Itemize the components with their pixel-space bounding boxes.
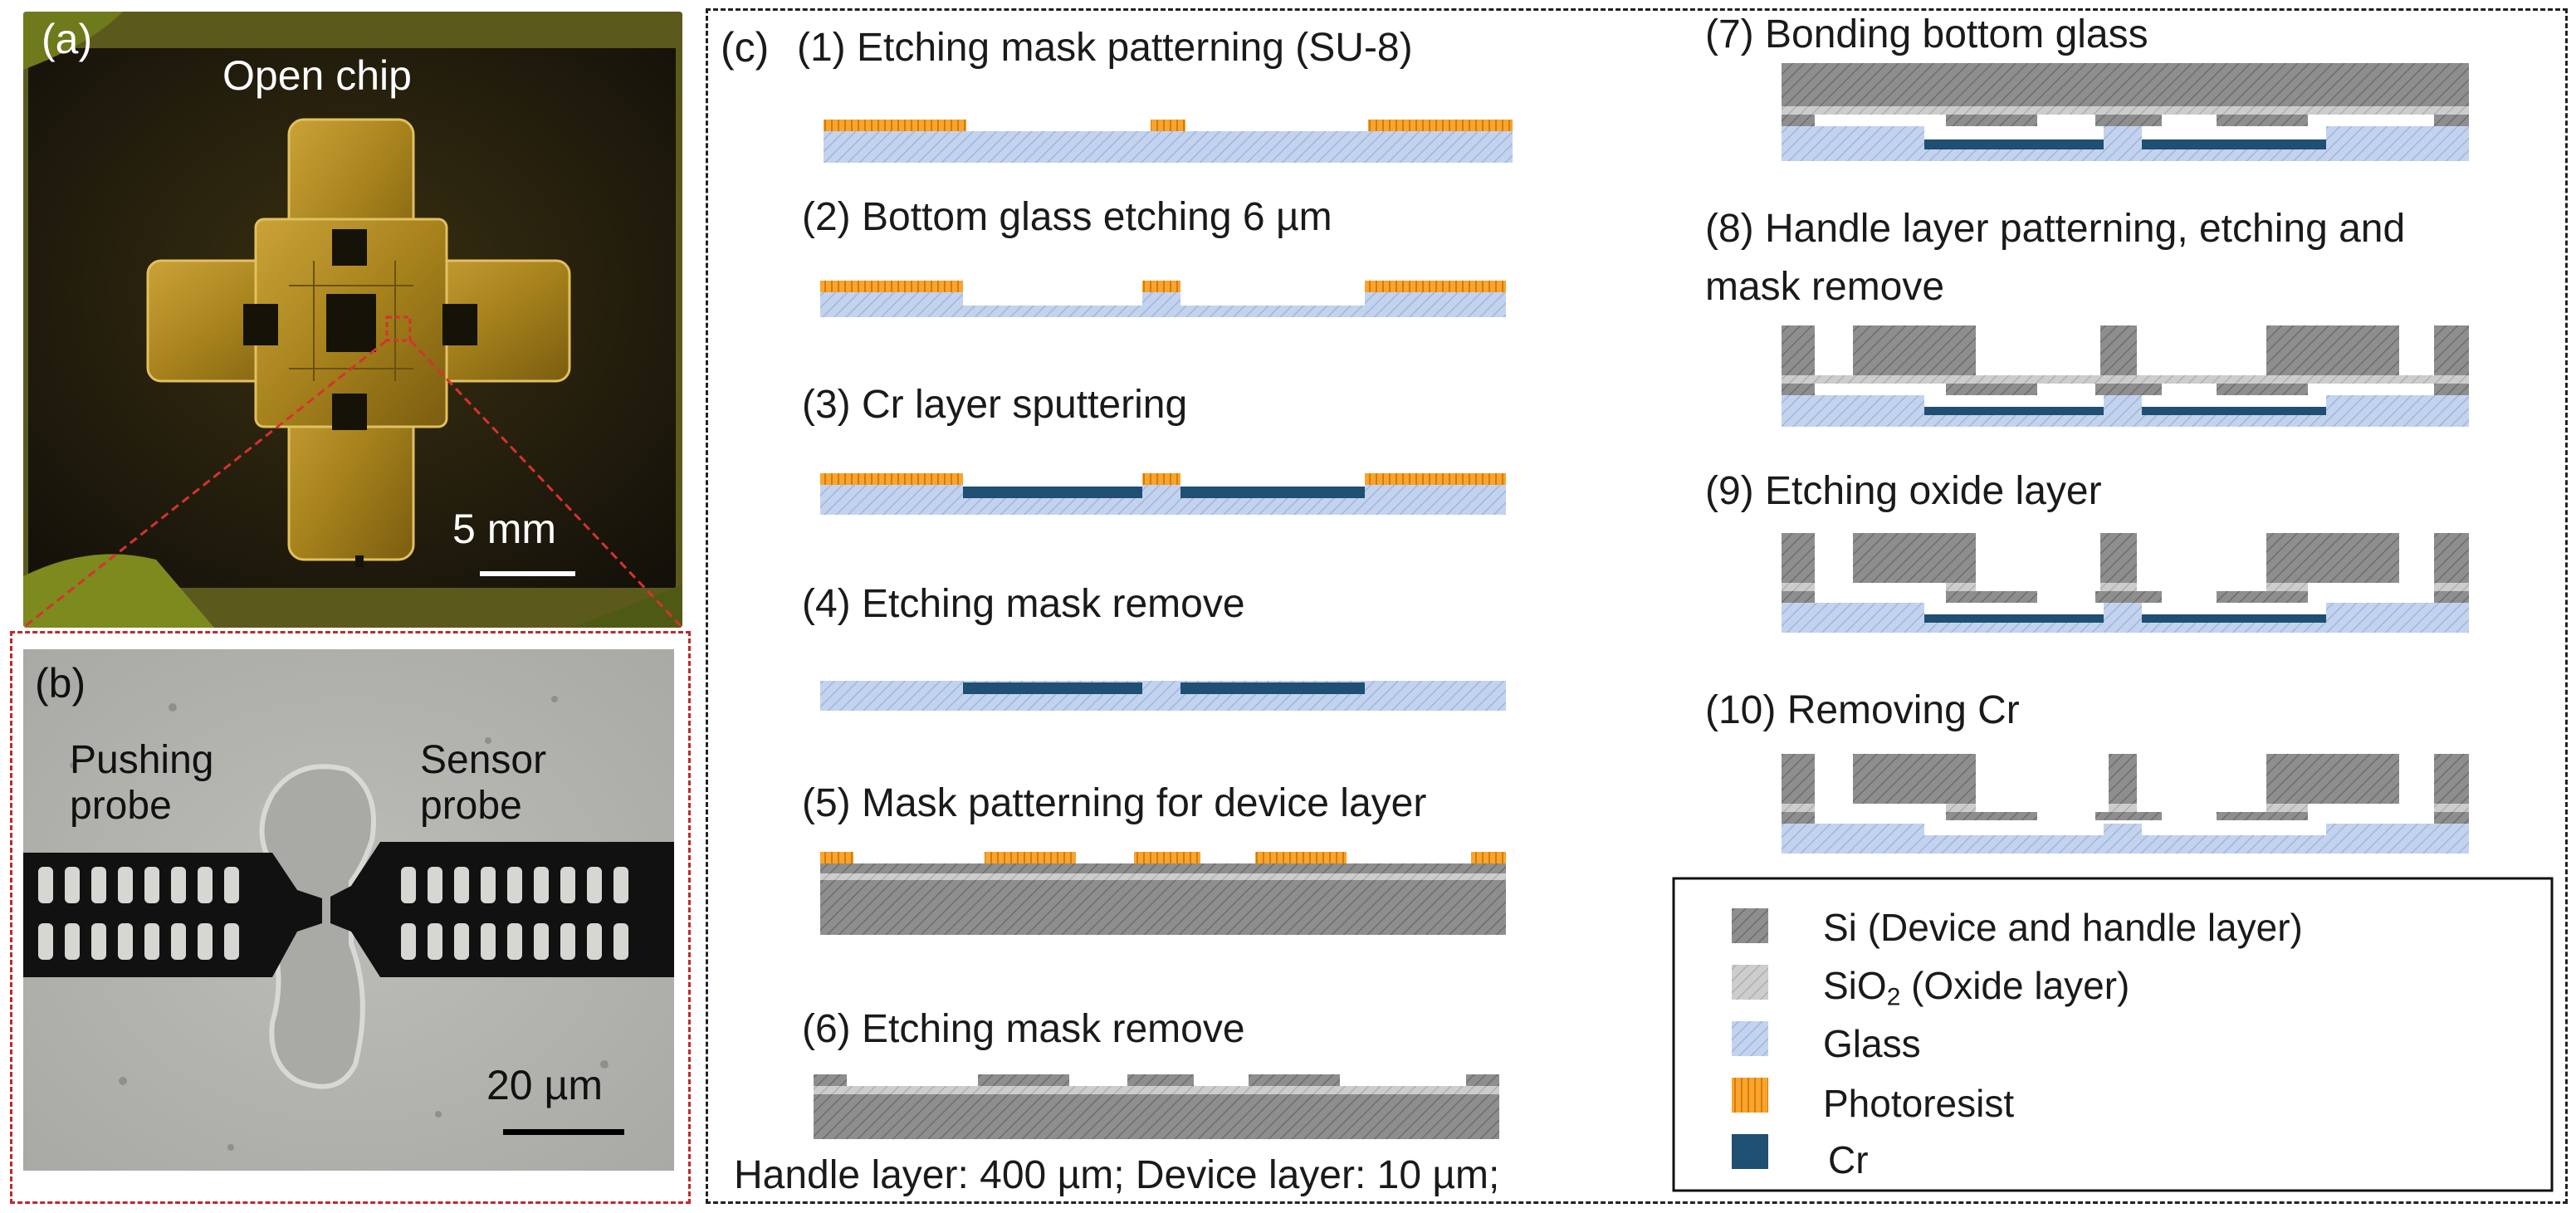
legend-label-cr: Cr: [1828, 1138, 1869, 1181]
step-1-diagram: [824, 120, 1513, 163]
step-3-diagram: [820, 473, 1506, 515]
step-8-label-line1: (8) Handle layer patterning, etching and: [1705, 207, 2406, 251]
panel-c-label: (c): [721, 24, 770, 71]
legend-label-glass: Glass: [1823, 1022, 1921, 1065]
legend-swatch-photoresist: [1732, 1078, 1768, 1113]
step-10-label: (10) Removing Cr: [1705, 688, 2020, 732]
scale-bar-b: [503, 1129, 624, 1135]
chip-photo: [23, 12, 682, 628]
step-7-label: (7) Bonding bottom glass: [1705, 12, 2148, 56]
step-4-diagram: [820, 681, 1506, 711]
scale-bar-a: [480, 571, 575, 576]
microscope-drawing: [23, 649, 674, 1171]
footnote: Handle layer: 400 µm; Device layer: 10 µ…: [734, 1153, 1500, 1197]
chip-title: Open chip: [222, 52, 412, 99]
panel-b-frame: [10, 631, 691, 1204]
scale-label-a: 5 mm: [452, 506, 556, 552]
pushing-probe-label-1: Pushing: [70, 738, 214, 782]
legend-label-si: Si (Device and handle layer): [1823, 906, 2303, 949]
legend-swatch-glass: [1732, 1021, 1768, 1056]
legend-swatch-si: [1732, 908, 1768, 943]
legend-swatch-sio2: [1732, 965, 1768, 1000]
step-3-label: (3) Cr layer sputtering: [802, 383, 1188, 427]
chip-photo-drawing: [23, 12, 682, 628]
step-5-label: (5) Mask patterning for device layer: [802, 781, 1427, 825]
legend-label-photoresist: Photoresist: [1823, 1082, 2015, 1125]
step-1-label: (1) Etching mask patterning (SU-8): [797, 26, 1413, 70]
step-9-diagram: [1782, 533, 2469, 633]
zoom-box: [385, 315, 412, 342]
step-2-label: (2) Bottom glass etching 6 µm: [802, 195, 1332, 239]
legend: [1672, 877, 2554, 1192]
step-7-diagram: [1782, 63, 2469, 161]
step-2-diagram: [820, 281, 1506, 317]
step-10-diagram: [1782, 754, 2469, 854]
panel-c-frame: [706, 8, 2568, 1204]
step-5-diagram: [820, 852, 1506, 935]
step-9-label: (9) Etching oxide layer: [1705, 469, 2102, 513]
panel-b-label: (b): [35, 660, 86, 707]
panel-a-label: (a): [42, 16, 93, 62]
legend-label-sio2-rest: (Oxide layer): [1900, 964, 2130, 1007]
step-8-diagram: [1782, 325, 2469, 427]
legend-swatch-cr: [1732, 1134, 1768, 1169]
sensor-probe-label-2: probe: [420, 784, 522, 828]
legend-label-sio2-main: SiO: [1823, 964, 1887, 1007]
microscope-image: [23, 649, 674, 1171]
step-6-diagram: [814, 1074, 1499, 1139]
step-6-label: (6) Etching mask remove: [802, 1007, 1245, 1051]
scale-label-b: 20 µm: [486, 1062, 603, 1108]
legend-label-sio2-sub: 2: [1886, 983, 1901, 1011]
step-8-label-line2: mask remove: [1705, 265, 1945, 309]
sensor-probe-label-1: Sensor: [420, 738, 547, 782]
zoom-line-left: [23, 339, 388, 628]
step-4-label: (4) Etching mask remove: [802, 582, 1245, 626]
legend-label-sio2: SiO2 (Oxide layer): [1823, 966, 2129, 1010]
pushing-probe-label-2: probe: [70, 784, 172, 828]
